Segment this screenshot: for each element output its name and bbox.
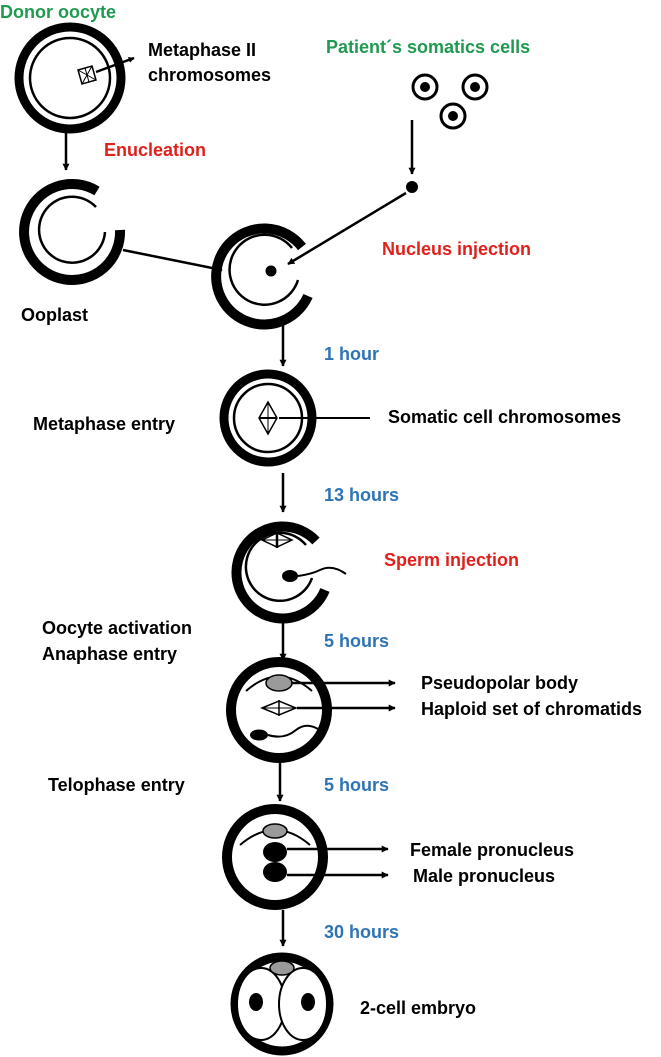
label-two-cell-embryo: 2-cell embryo xyxy=(360,998,476,1018)
label-sperm-injection: Sperm injection xyxy=(384,550,519,570)
label-duration-4: 5 hours xyxy=(324,775,389,795)
donor-oocyte-cell xyxy=(14,22,126,134)
sperm-injection-oocyte xyxy=(231,521,330,624)
somatic-cell-1 xyxy=(411,73,439,101)
male-pronucleus-icon xyxy=(263,862,287,882)
sperm-icon xyxy=(282,566,347,582)
label-duration-1: 1 hour xyxy=(324,344,379,364)
label-duration-5: 30 hours xyxy=(324,922,399,942)
label-telophase-entry: Telophase entry xyxy=(48,775,185,795)
label-haploid-set: Haploid set of chromatids xyxy=(421,699,642,719)
nucleus-injected-oocyte xyxy=(211,223,313,330)
sperm-injection-spindle-icon xyxy=(260,532,294,548)
anaphase-sperm-icon xyxy=(250,724,319,741)
somatic-spindle-icon xyxy=(258,400,278,436)
label-duration-3: 5 hours xyxy=(324,631,389,651)
somatic-cell-2 xyxy=(461,73,489,101)
haploid-chromatids-icon xyxy=(260,700,298,716)
somatic-cell-3 xyxy=(439,102,467,130)
label-female-pronucleus: Female pronucleus xyxy=(410,840,574,860)
metaphase-ii-spindle-icon xyxy=(77,65,97,85)
arrow-nucleus-to-oocyte xyxy=(287,191,407,266)
female-pronucleus-icon xyxy=(263,842,287,862)
label-metaphase-ii-line2: chromosomes xyxy=(148,65,271,85)
label-male-pronucleus: Male pronucleus xyxy=(413,866,555,886)
isolated-somatic-nucleus xyxy=(406,181,418,193)
label-patient-somatic-cells: Patient´s somatics cells xyxy=(326,37,530,57)
two-cell-embryo xyxy=(230,952,334,1056)
telophase-polar-body-icon xyxy=(262,823,288,839)
label-anaphase-entry: Anaphase entry xyxy=(42,644,177,664)
label-ooplast: Ooplast xyxy=(21,305,88,325)
label-pseudopolar-body: Pseudopolar body xyxy=(421,673,578,693)
label-enucleation: Enucleation xyxy=(104,140,206,160)
label-donor-oocyte: Donor oocyte xyxy=(0,2,116,22)
label-oocyte-activation: Oocyte activation xyxy=(42,618,192,638)
label-somatic-cell-chromosomes: Somatic cell chromosomes xyxy=(388,407,621,427)
arrow-to-metaphase-ii xyxy=(95,56,135,74)
pseudopolar-body-icon xyxy=(265,674,293,692)
label-metaphase-ii-line1: Metaphase II xyxy=(148,40,256,60)
ooplast-cell xyxy=(19,179,126,285)
arrow-ooplast-to-injection xyxy=(122,248,223,273)
label-nucleus-injection: Nucleus injection xyxy=(382,239,531,259)
label-duration-2: 13 hours xyxy=(324,485,399,505)
label-metaphase-entry: Metaphase entry xyxy=(33,414,175,434)
